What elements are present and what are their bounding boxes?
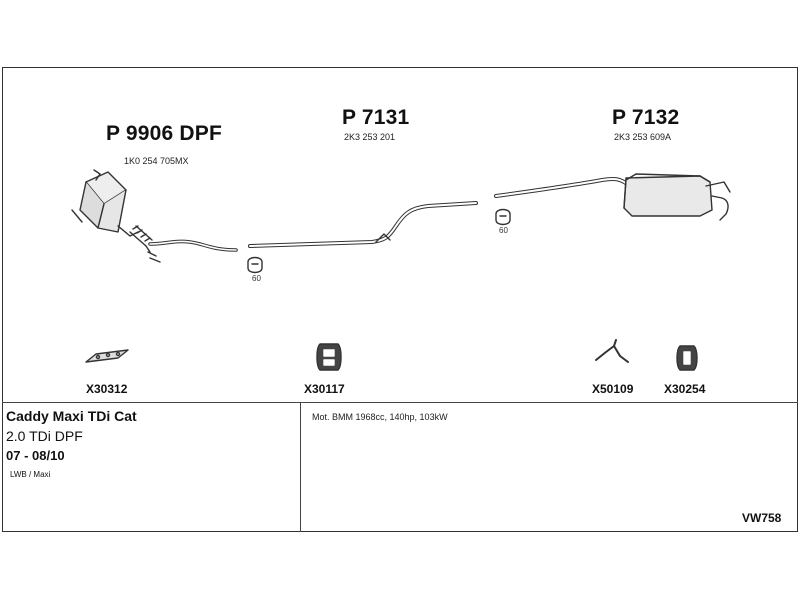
part-number: P 9906 DPF <box>106 122 223 145</box>
diagram-frame <box>2 67 798 532</box>
info-divider <box>2 402 798 403</box>
rubber-mount-icon <box>316 343 342 371</box>
accessory-code: X30312 <box>86 382 128 396</box>
part-number: P 7132 <box>612 106 680 129</box>
vehicle-engine: 2.0 TDi DPF <box>6 428 83 444</box>
reference-code: VW758 <box>742 511 782 525</box>
oem-number: 1K0 254 705MX <box>124 156 189 166</box>
centre-pipe-icon <box>248 201 478 248</box>
accessory-code: X50109 <box>592 382 634 396</box>
clamp-size-label: 60 <box>252 274 261 283</box>
vehicle-years: 07 - 08/10 <box>6 448 65 463</box>
clamp-size-label: 60 <box>499 226 508 235</box>
vehicle-body: LWB / Maxi <box>10 470 51 479</box>
clamp-icon <box>247 256 263 274</box>
oem-number: 2K3 253 201 <box>344 132 396 142</box>
vehicle-model: Caddy Maxi TDi Cat <box>6 408 137 424</box>
accessory-code: X30254 <box>664 382 706 396</box>
dpf-unit-icon <box>71 169 139 237</box>
rear-silencer-icon <box>623 173 731 221</box>
info-column-divider <box>300 402 301 532</box>
engine-notes: Mot. BMM 1968cc, 140hp, 103kW <box>312 412 448 422</box>
ring-mount-icon <box>676 345 698 371</box>
bracket-strip-icon <box>85 349 129 363</box>
y-hanger-icon <box>595 339 629 363</box>
clamp-icon <box>495 208 511 226</box>
accessory-code: X30117 <box>304 382 345 396</box>
oem-number: 2K3 253 609A <box>614 132 672 142</box>
flex-pipe-icon <box>129 225 161 263</box>
part-number: P 7131 <box>342 106 410 129</box>
